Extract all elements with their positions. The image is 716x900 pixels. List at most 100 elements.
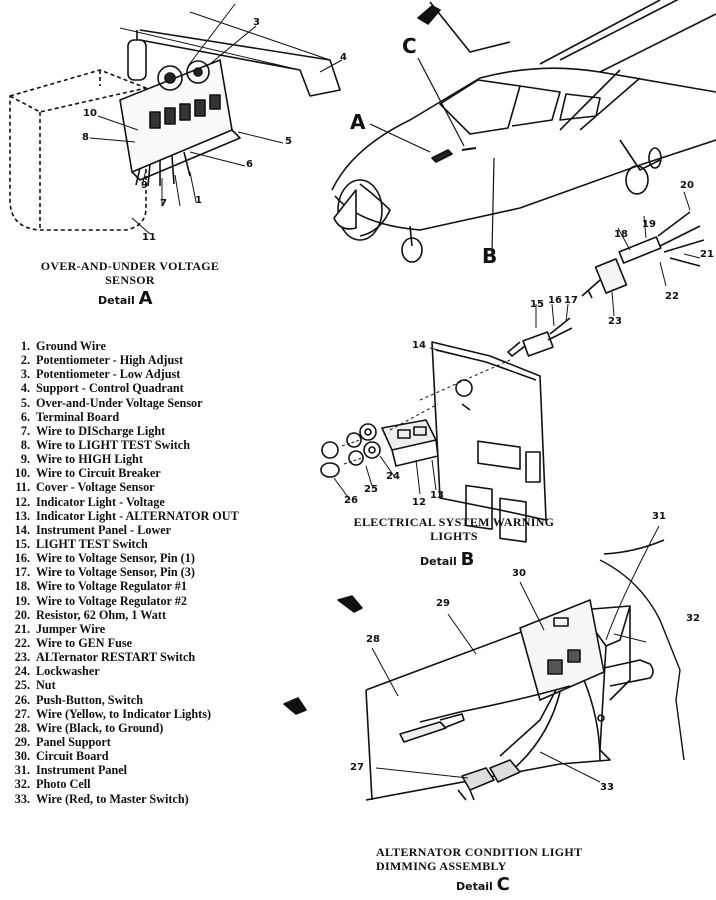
- callout-5: 5: [285, 136, 292, 147]
- legend-text: Indicator Light - ALTERNATOR OUT: [36, 508, 239, 523]
- legend-number: 32.: [14, 777, 30, 792]
- callout-22: 22: [665, 291, 679, 302]
- callout-30: 30: [512, 568, 526, 579]
- legend-number: 30.: [14, 749, 30, 764]
- legend-number: 19.: [14, 593, 30, 608]
- callout-1: 1: [195, 195, 202, 206]
- callout-29: 29: [436, 598, 450, 609]
- dimming-assembly: [283, 525, 685, 801]
- legend-item: 8.Wire to LIGHT TEST Switch: [4, 438, 239, 452]
- legend-number: 26.: [14, 692, 30, 707]
- legend-text: Jumper Wire: [36, 621, 106, 636]
- callout-3: 3: [253, 17, 260, 28]
- legend-item: 31. Instrument Panel: [4, 763, 239, 777]
- legend-text: Wire (Black, to Ground): [36, 720, 164, 735]
- legend-text: Nut: [36, 678, 56, 693]
- legend-text: ALTernator RESTART Switch: [36, 650, 196, 665]
- legend-item: 6.Terminal Board: [4, 410, 239, 424]
- legend-number: 31.: [14, 763, 30, 778]
- legend-number: 5.: [20, 395, 30, 410]
- callout-31: 31: [652, 511, 666, 522]
- legend-item: 22. Wire to GEN Fuse: [4, 636, 239, 650]
- legend-text: Cover - Voltage Sensor: [36, 480, 155, 495]
- legend-text: Instrument Panel: [36, 763, 128, 778]
- callout-21: 21: [700, 249, 714, 260]
- legend-number: 7.: [20, 423, 30, 438]
- callout-26: 26: [344, 495, 358, 506]
- callout-7: 7: [160, 198, 167, 209]
- warning-light-parts: [320, 191, 705, 543]
- legend-item: 21. Jumper Wire: [4, 622, 239, 636]
- detail-letter: A: [138, 288, 153, 309]
- legend-number: 9.: [20, 452, 30, 467]
- legend-item: 7. Wire to DIScharge Light: [4, 424, 239, 438]
- detail-letter: B: [460, 549, 475, 570]
- aircraft-outline: [331, 0, 716, 263]
- legend-number: 17.: [14, 565, 30, 580]
- callout-25: 25: [364, 484, 378, 495]
- legend-item: 19.Wire to Voltage Regulator #2: [4, 594, 239, 608]
- legend-text: Wire to Voltage Sensor, Pin (1): [36, 551, 195, 566]
- legend-text: Wire to Voltage Regulator #1: [36, 579, 187, 594]
- legend-text: Potentiometer - High Adjust: [36, 353, 184, 368]
- legend-item: 30.Circuit Board: [4, 749, 239, 763]
- legend-item: 32.Photo Cell: [4, 777, 239, 791]
- legend-text: Push-Button, Switch: [36, 692, 144, 707]
- legend-number: 15.: [14, 536, 30, 551]
- legend-text: Wire (Red, to Master Switch): [36, 791, 189, 806]
- legend-text: Over-and-Under Voltage Sensor: [36, 395, 203, 410]
- legend-text: Wire to LIGHT TEST Switch: [36, 437, 190, 452]
- callout-18: 18: [614, 229, 628, 240]
- legend-text: Wire (Yellow, to Indicator Lights): [36, 706, 212, 721]
- legend-number: 22.: [14, 635, 30, 650]
- legend-text: Indicator Light - Voltage: [36, 494, 165, 509]
- legend-item: 13.Indicator Light - ALTERNATOR OUT: [4, 509, 239, 523]
- legend-text: Resistor, 62 Ohm, 1 Watt: [36, 607, 167, 622]
- legend-number: 6.: [20, 409, 30, 424]
- callout-15: 15: [530, 299, 544, 310]
- legend-text: Ground Wire: [36, 339, 106, 353]
- detail-letter: C: [496, 874, 510, 895]
- legend-item: 1. Ground Wire: [4, 339, 239, 353]
- legend-number: 21.: [14, 621, 30, 636]
- warning-caption: ELECTRICAL SYSTEM WARNING LIGHTS: [353, 515, 555, 543]
- dimming-caption: ALTERNATOR CONDITION LIGHT DIMMING ASSEM…: [376, 845, 583, 873]
- legend-item: 11.Cover - Voltage Sensor: [4, 480, 239, 494]
- callout-32: 32: [686, 613, 700, 624]
- legend-number: 3.: [20, 367, 30, 382]
- callout-24: 24: [386, 471, 400, 482]
- callout-8: 8: [82, 132, 89, 143]
- legend-item: 2.Potentiometer - High Adjust: [4, 353, 239, 367]
- legend-item: 28. Wire (Black, to Ground): [4, 721, 239, 735]
- legend-text: Support - Control Quadrant: [36, 381, 184, 396]
- legend-text: LIGHT TEST Switch: [36, 536, 148, 551]
- legend-text: Potentiometer - Low Adjust: [36, 367, 181, 382]
- legend-item: 10. Wire to Circuit Breaker: [4, 466, 239, 480]
- detail-word: Detail: [98, 294, 135, 307]
- legend-number: 28.: [14, 720, 30, 735]
- legend-item: 20.Resistor, 62 Ohm, 1 Watt: [4, 608, 239, 622]
- callout-20: 20: [680, 180, 694, 191]
- legend-text: Instrument Panel - Lower: [36, 522, 172, 537]
- legend-number: 1.: [20, 339, 30, 353]
- legend-number: 12.: [14, 494, 30, 509]
- legend-item: 29.Panel Support: [4, 735, 239, 749]
- legend-text: Wire to Circuit Breaker: [36, 466, 161, 481]
- sensor-caption: OVER-AND-UNDER VOLTAGE SENSOR: [40, 259, 220, 287]
- sensor-detail-label: Detail A: [98, 288, 153, 309]
- callout-33: 33: [600, 782, 614, 793]
- callout-16: 16: [548, 295, 562, 306]
- legend-number: 27.: [14, 706, 30, 721]
- legend-item: 15. LIGHT TEST Switch: [4, 537, 239, 551]
- legend-text: Wire to DIScharge Light: [36, 423, 166, 438]
- callout-27: 27: [350, 762, 364, 773]
- aircraft-callout-a: A: [350, 110, 366, 134]
- callout-9: 9: [141, 180, 148, 191]
- callout-14: 14: [412, 340, 426, 351]
- legend-text: Wire to GEN Fuse: [36, 635, 133, 650]
- legend-number: 4.: [20, 381, 30, 396]
- legend-number: 10.: [14, 466, 30, 481]
- legend-number: 18.: [14, 579, 30, 594]
- legend-item: 17.Wire to Voltage Sensor, Pin (3): [4, 565, 239, 579]
